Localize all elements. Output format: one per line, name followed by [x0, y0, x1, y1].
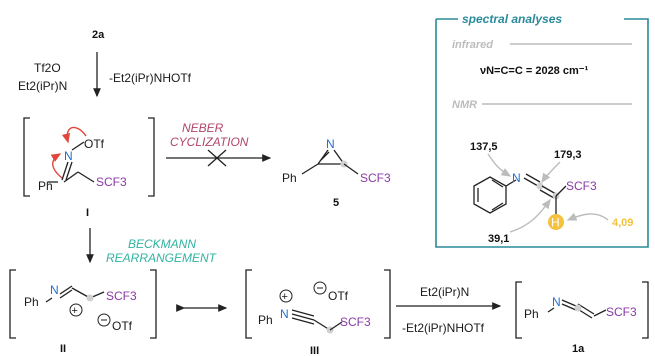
reagent-tf2o: Tf2O — [34, 61, 61, 75]
group-scf3-III: SCF3 — [340, 315, 371, 329]
group-ph-II: Ph — [24, 295, 39, 309]
group-scf3-1a: SCF3 — [606, 305, 637, 319]
compound-5-label: 5 — [333, 197, 339, 209]
group-otf-III: OTf — [328, 289, 349, 303]
shift-h: 4,09 — [612, 217, 633, 229]
reagent-base-step: Et2(iPr)N — [420, 285, 469, 299]
infrared-heading: infrared — [452, 39, 493, 51]
beckmann-label-1: BECKMANN — [128, 237, 196, 251]
neber-label-2: CYCLIZATION — [170, 135, 249, 149]
atom-n-5: N — [326, 137, 335, 151]
atom-h-nmr: H — [551, 216, 560, 230]
ir-value: νN=C=C = 2028 cm⁻¹ — [480, 65, 589, 77]
group-otf-I: OTf — [84, 137, 105, 151]
compound-2a-label: 2a — [92, 29, 105, 41]
intermediate-II-structure: Ph N SCF3 + OTf — [9, 269, 157, 339]
intermediate-III-structure: + Ph N SCF3 OTf — [245, 269, 391, 339]
atom-n-1a: N — [552, 295, 561, 309]
compound-II-label: II — [60, 343, 66, 355]
compound-III-label: III — [310, 345, 319, 356]
group-scf3-I: SCF3 — [96, 175, 127, 189]
nmr-heading: NMR — [452, 99, 477, 111]
compound-I-label: I — [86, 207, 89, 219]
group-ph-1a: Ph — [524, 307, 539, 321]
svg-text:+: + — [282, 291, 288, 303]
neber-label-1: NEBER — [182, 121, 224, 135]
atom-n-I: N — [64, 149, 73, 163]
reagent-base: Et2(iPr)N — [18, 79, 67, 93]
atom-n-nmr: N — [512, 171, 521, 185]
shift-137: 137,5 — [470, 141, 498, 153]
group-scf3-II: SCF3 — [106, 289, 137, 303]
product-1a-structure: Ph N SCF3 — [515, 281, 649, 339]
benzene-ring — [473, 176, 507, 214]
shift-179: 179,3 — [554, 149, 582, 161]
group-ph-5: Ph — [282, 171, 297, 185]
intermediate-I-structure: N OTf Ph SCF3 — [23, 117, 155, 197]
group-scf3-5: SCF3 — [360, 171, 391, 185]
group-scf3-nmr: SCF3 — [566, 179, 597, 193]
svg-text:+: + — [72, 305, 78, 317]
atom-n-II: N — [50, 283, 59, 297]
group-otf-II: OTf — [112, 319, 133, 333]
compound-1a-label: 1a — [572, 343, 585, 355]
step1-byproduct: -Et2(iPr)NHOTf — [109, 71, 192, 85]
product-5-structure: N Ph SCF3 — [282, 137, 391, 185]
group-ph-I: Ph — [38, 179, 53, 193]
beckmann-label-2: REARRANGEMENT — [106, 251, 218, 265]
spectral-analyses-box: spectral analyses infrared νN=C=C = 2028… — [435, 12, 649, 248]
atom-n-III: N — [280, 307, 289, 321]
proton-marker — [548, 214, 564, 230]
shift-39: 39,1 — [488, 233, 509, 245]
group-ph-III: Ph — [258, 313, 273, 327]
step-final-byproduct: -Et2(iPr)NHOTf — [402, 321, 485, 335]
spectral-title: spectral analyses — [462, 12, 562, 26]
